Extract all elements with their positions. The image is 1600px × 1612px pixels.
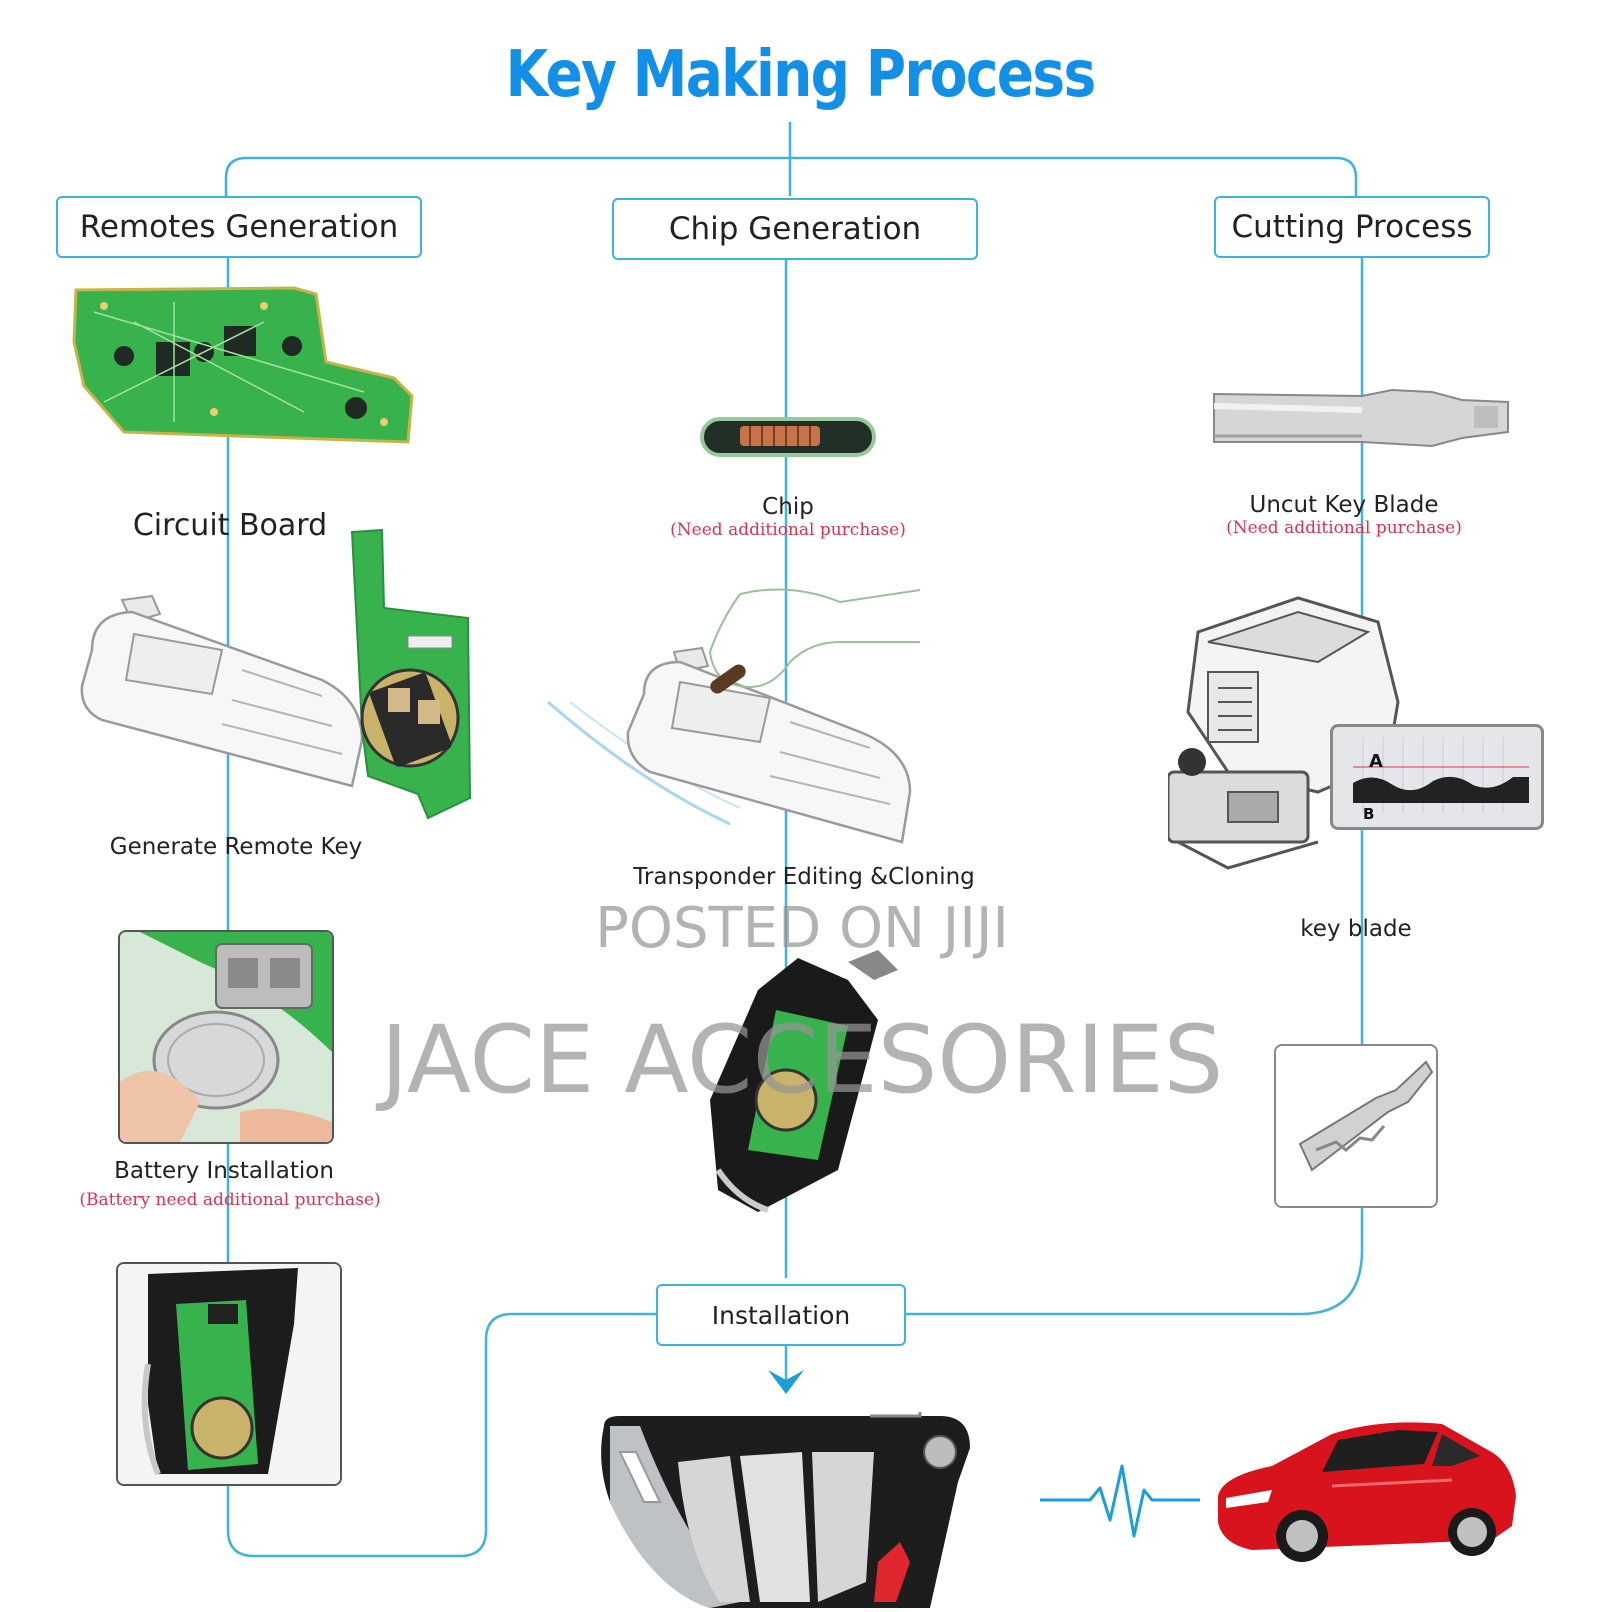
key-profile-graph [1353,737,1529,813]
profile-mark-b: B [1363,805,1375,823]
page-title: Key Making Process [505,38,1097,112]
cut-key-blade-photo [1274,1044,1438,1208]
key-blade-icon [1213,388,1509,448]
battery-installation-photo [118,930,334,1144]
flip-key-icon [601,1412,970,1608]
key-blade-icon [1276,1046,1436,1206]
heartbeat-signal-icon [1040,1464,1200,1538]
uncut-key-blade-label: Uncut Key Blade [1249,492,1439,518]
header-remotes-generation: Remotes Generation [56,196,422,258]
battery-note: (Battery need additional purchase) [79,1190,381,1210]
step-generate-remote-key: Generate Remote Key [109,834,363,860]
profile-mark-a: A [1369,751,1383,772]
flip-key-icon [710,950,898,1213]
circuit-board-icon [72,286,414,444]
remote-programmer-icon [80,594,364,788]
installed-key-photo [116,1262,342,1486]
header-chip-generation: Chip Generation [612,198,978,260]
remote-programmer-icon [547,588,921,844]
header-cutting-process: Cutting Process [1214,196,1490,258]
uncut-key-blade-note: (Need additional purchase) [1226,518,1462,538]
arrow-down-icon [768,1370,804,1394]
step-circuit-board: Circuit Board [132,508,328,543]
transponder-chip-icon [700,417,876,457]
step-battery-installation: Battery Installation [114,1158,334,1184]
installation-box: Installation [656,1284,906,1346]
transponder-editing-label: Transponder Editing &Cloning [633,864,975,890]
key-blade-label: key blade [1300,916,1412,942]
chip-note: (Need additional purchase) [670,520,906,540]
car-icon [1218,1422,1516,1562]
battery-icon [120,932,332,1142]
circuit-board-icon [350,528,472,820]
flip-key-icon [118,1264,340,1484]
chip-label: Chip [762,494,814,520]
watermark-brand: JACE ACCESORIES [380,1006,1224,1115]
key-profile-display: A B [1330,724,1544,830]
watermark-posted-on: POSTED ON JIJI [595,896,1009,961]
